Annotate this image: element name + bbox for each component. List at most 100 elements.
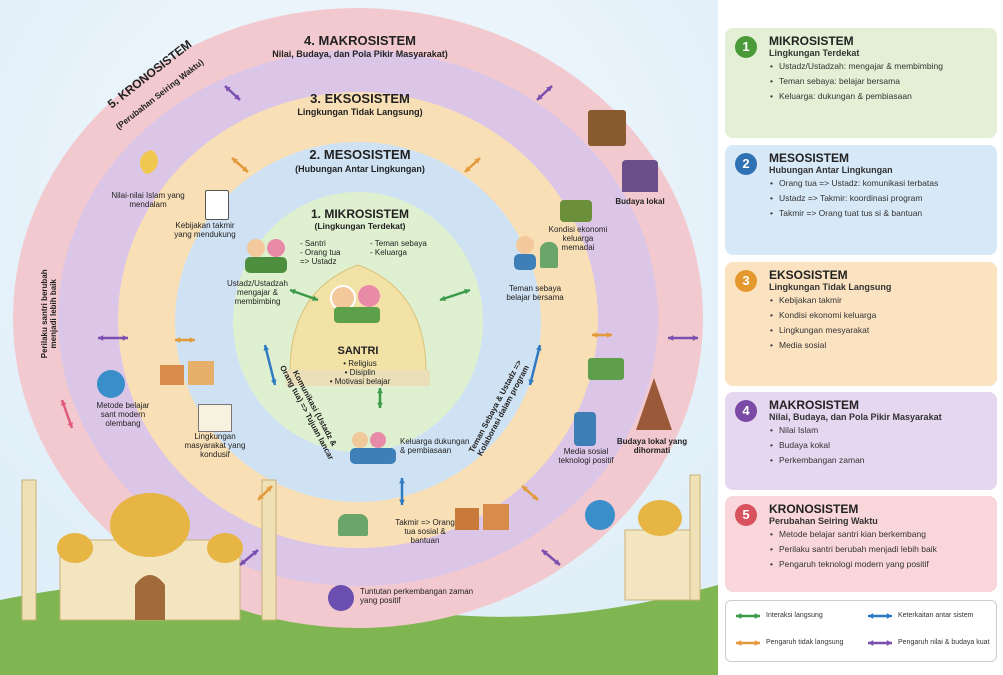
- kebijakan-label: Kebijakan takmir yang mendukung: [174, 221, 236, 239]
- micro-left-item: => Ustadz: [300, 256, 337, 266]
- budaya-hormat-label: Budaya lokal yang dihormati: [616, 437, 688, 455]
- panel-subtitle: Perubahan Seiring Waktu: [769, 516, 878, 526]
- mesosistem-title: 2. MESOSISTEM: [309, 147, 411, 162]
- arrow-meso-left: [263, 344, 277, 386]
- micro-left-item: - Orang tua: [300, 247, 341, 257]
- panel-title: MAKROSISTEM: [769, 398, 859, 412]
- panel-title: MESOSISTEM: [769, 151, 850, 165]
- legend-label-tidak-langsung: Pengaruh tidak langsung: [766, 639, 844, 646]
- panel-list-item: Perkembangan zaman: [770, 455, 989, 465]
- media-label: Media sosial teknologi positif: [558, 447, 614, 465]
- arrow-exo-bottomright: [521, 485, 539, 501]
- micro-right-list: - Teman sebaya - Keluarga: [370, 239, 445, 258]
- panel-list-item: Kebijakan takmir: [770, 295, 989, 305]
- arrow-macro-bottomleft: [239, 549, 259, 566]
- mikrosistem-title: 1. MIKROSISTEM: [310, 207, 409, 221]
- earth-icon: [585, 500, 615, 530]
- santri-girl-icon: [358, 285, 380, 307]
- legend-arrow-green: [736, 613, 760, 619]
- keluarga-icon: [350, 430, 400, 466]
- panel-list-item: Perilaku santri berubah menjadi lebih ba…: [770, 544, 989, 554]
- teman-sebaya-icon: [512, 232, 562, 272]
- eksosistem-subtitle: Lingkungan Tidak Langsung): [297, 107, 423, 117]
- community-building-icon: [198, 404, 232, 432]
- legend-arrow-purple: [868, 640, 892, 646]
- arrows-layer: [60, 85, 698, 566]
- panel-subtitle: Hubungan Antar Lingkungan: [769, 165, 893, 175]
- panel-list-item: Metode belajar santri kian berkembang: [770, 529, 989, 539]
- nilai-islam-label: Nilai-nilai Islam yang mendalam: [111, 191, 185, 209]
- makrosistem-subtitle: Nilai, Budaya, dan Pola Pikir Masyarakat…: [272, 49, 448, 59]
- arrow-meso-bottom: [399, 478, 405, 505]
- panel-number-badge: 4: [735, 400, 757, 422]
- eksosistem-title: 3. EKSOSISTEM: [310, 91, 410, 106]
- panel-list-item: Nilai Islam: [770, 425, 989, 435]
- panel-list: Nilai IslamBudaya kokalPerkembangan zama…: [769, 425, 989, 465]
- tuntutan-label: Tuntutan perkembangan zaman yang positif: [360, 587, 474, 605]
- crescent-moon-icon: [140, 150, 166, 176]
- panel-list: Orang tua => Ustadz: komunikasi terbatas…: [769, 178, 989, 218]
- mesosistem-subtitle: (Hubungan Antar Lingkungan): [295, 164, 425, 174]
- panel-list-item: Orang tua => Ustadz: komunikasi terbatas: [770, 178, 989, 188]
- globe-icon: [328, 585, 354, 611]
- panel-list: Ustadz/Ustadzah: mengajar & membimbingTe…: [769, 61, 989, 101]
- mikrosistem-subtitle: (Lingkungan Terdekat): [314, 221, 406, 231]
- micro-right-item: - Keluarga: [370, 247, 407, 257]
- houses-bottom-icon: [455, 500, 515, 530]
- money-icon: [588, 358, 624, 380]
- world-icon: [97, 370, 125, 398]
- santri-figures: [330, 285, 386, 325]
- panel-list: Metode belajar santri kian berkembangPer…: [769, 529, 989, 569]
- arrow-exo-topleft: [231, 157, 249, 173]
- ustadz-label: Ustadz/Ustadzah mengajar & membimbing: [227, 279, 288, 306]
- takmir-label: Takmir => Orang tua sosial & bantuan: [395, 518, 455, 545]
- arrow-exo-bottomleft: [257, 485, 273, 501]
- arrow-ustadz-santri: [289, 288, 319, 302]
- mosque-right: [624, 474, 701, 601]
- small-mosque-icon: [338, 514, 368, 536]
- legend-arrow-blue: [868, 613, 892, 619]
- santri-traits: • Religius • Disiplin • Motivasi belajar: [310, 359, 410, 386]
- arrow-keluarga-santri: [377, 388, 383, 408]
- batik-icon: [588, 110, 626, 146]
- phone-icon: [574, 412, 596, 446]
- micro-left-item: - Santri: [300, 239, 326, 248]
- panel-list-item: Teman sebaya: belajar bersama: [770, 76, 989, 86]
- panel-number-badge: 1: [735, 36, 757, 58]
- panel-number-badge: 5: [735, 504, 757, 526]
- panel-list: Kebijakan takmirKondisi ekonomi keluarga…: [769, 295, 989, 350]
- panel-list-item: Ustadz/Ustadzah: mengajar & membimbing: [770, 61, 989, 71]
- lingkungan-label: Lingkungan masyarakat yang kondusif: [184, 432, 246, 459]
- panel-list-item: Budaya kokal: [770, 440, 989, 450]
- pendopo-icon: [622, 160, 658, 192]
- legend-arrow-orange: [736, 640, 760, 646]
- panel-number-badge: 2: [735, 153, 757, 175]
- legend-label-nilai-budaya: Pengaruh nilai & budaya kuat: [898, 639, 990, 646]
- panel-number-badge: 3: [735, 270, 757, 292]
- panel-list-item: Keluarga: dukungan & pembiasaan: [770, 91, 989, 101]
- arrow-teman-santri: [439, 288, 471, 302]
- panel-list-item: Lingkungan mesyarakat: [770, 325, 989, 335]
- checklist-icon: [205, 190, 229, 220]
- legend-label-keterkaitan: Keterkaitan antar sistem: [898, 612, 974, 619]
- ustadz-icon: [245, 235, 289, 275]
- arrow-macro-left: [98, 335, 128, 341]
- panel-list-item: Media sosial: [770, 340, 989, 350]
- arrow-legend: Interaksi langsung Keterkaitan antar sis…: [725, 600, 997, 662]
- panel-subtitle: Lingkungan Tidak Langsung: [769, 282, 892, 292]
- makrosistem-title: 4. MAKROSISTEM: [304, 33, 416, 48]
- panel-list-item: Takmir => Orang tuat tus si & bantuan: [770, 208, 989, 218]
- arrow-meso-right: [528, 344, 542, 386]
- santri-trait: • Motivasi belajar: [329, 376, 391, 386]
- panel-list-item: Pengaruh teknologi modern yang positif: [770, 559, 989, 569]
- legend-label-interaksi: Interaksi langsung: [766, 612, 823, 619]
- panel-list-item: Kondisi ekonomi keluarga: [770, 310, 989, 320]
- panel-title: KRONOSISTEM: [769, 502, 859, 516]
- legend-arrows: [736, 613, 892, 646]
- micro-right-item: - Teman sebaya: [370, 239, 427, 248]
